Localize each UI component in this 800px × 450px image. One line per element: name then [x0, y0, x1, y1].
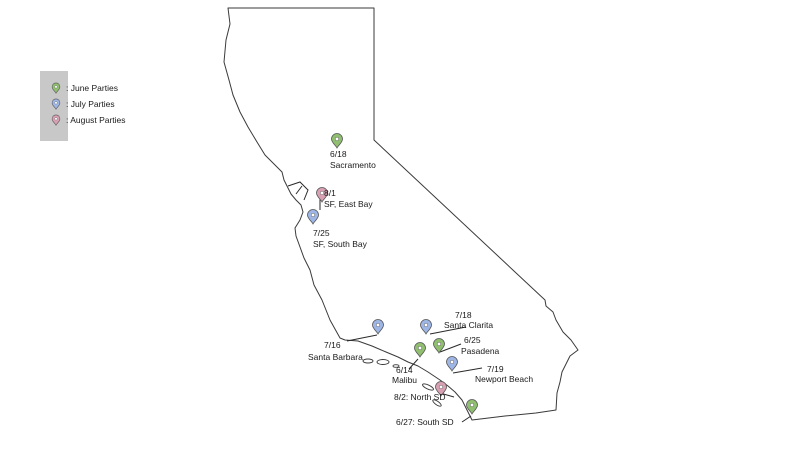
bay-inlet — [287, 181, 309, 201]
label-newport-beach-date: 7/19 — [487, 364, 504, 374]
label-pasadena-place: Pasadena — [461, 346, 500, 356]
map-pin-shape — [51, 82, 61, 94]
label-sf-east-bay-date: 8/1 — [324, 188, 336, 198]
label-santa-barbara-date: 7/16 — [324, 340, 341, 350]
map-pin-icon — [414, 342, 426, 358]
label-santa-clarita-place: Santa Clarita — [444, 320, 493, 330]
island-anacapa — [392, 364, 400, 368]
label-sacramento-place: Sacramento — [330, 160, 376, 170]
label-sf-south-bay-date: 7/25 — [313, 228, 330, 238]
map-pin-icon — [51, 82, 61, 94]
label-santa-barbara-place: Santa Barbara — [308, 352, 363, 362]
legend-august: : August Parties — [50, 114, 126, 126]
island-santa-cruz — [362, 358, 374, 364]
map-pin-icon — [316, 187, 328, 203]
map-pin-icon — [446, 356, 458, 372]
leader-santa-clarita — [429, 326, 467, 335]
map-pin-icon — [372, 319, 384, 335]
legend-july: : July Parties — [50, 98, 115, 110]
label-santa-clarita-date: 7/18 — [455, 310, 472, 320]
island-santa-rosa — [376, 359, 390, 365]
party-pins — [307, 133, 478, 415]
map-pin-shape — [51, 114, 61, 126]
legend-june: : June Parties — [50, 82, 118, 94]
label-pasadena-date: 6/25 — [464, 335, 481, 345]
label-sf-south-bay-place: SF, South Bay — [313, 239, 368, 249]
label-sf-east-bay-place: SF, East Bay — [324, 199, 373, 209]
legend-august-label: : August Parties — [66, 115, 126, 125]
map-pin-icon — [433, 338, 445, 354]
label-south-sd-date: 6/27: South SD — [396, 417, 454, 427]
label-sacramento-date: 6/18 — [330, 149, 347, 159]
map-pin-icon — [51, 114, 61, 126]
map-pin-icon — [307, 209, 319, 225]
map-pin-icon — [51, 98, 61, 110]
leader-newport-beach — [452, 367, 483, 374]
label-north-sd-date: 8/2: North SD — [394, 392, 446, 402]
legend-july-label: : July Parties — [66, 99, 115, 109]
label-newport-beach-place: Newport Beach — [475, 374, 533, 384]
map-pin-icon — [466, 399, 478, 415]
leader-santa-barbara — [346, 334, 378, 342]
label-malibu-date: 6/14 — [396, 365, 413, 375]
island-catalina — [422, 383, 434, 391]
leader-pasadena — [439, 343, 462, 353]
map-pin-icon — [435, 381, 447, 397]
map-pin-icon — [331, 133, 343, 149]
island-san-clemente — [432, 399, 442, 407]
california-outline — [223, 7, 579, 421]
legend-june-label: : June Parties — [66, 83, 118, 93]
leader-malibu — [408, 358, 419, 370]
leader-south-sd — [461, 415, 472, 423]
map-pin-shape — [51, 98, 61, 110]
label-malibu-place: Malibu — [392, 375, 417, 385]
map-pin-icon — [420, 319, 432, 335]
